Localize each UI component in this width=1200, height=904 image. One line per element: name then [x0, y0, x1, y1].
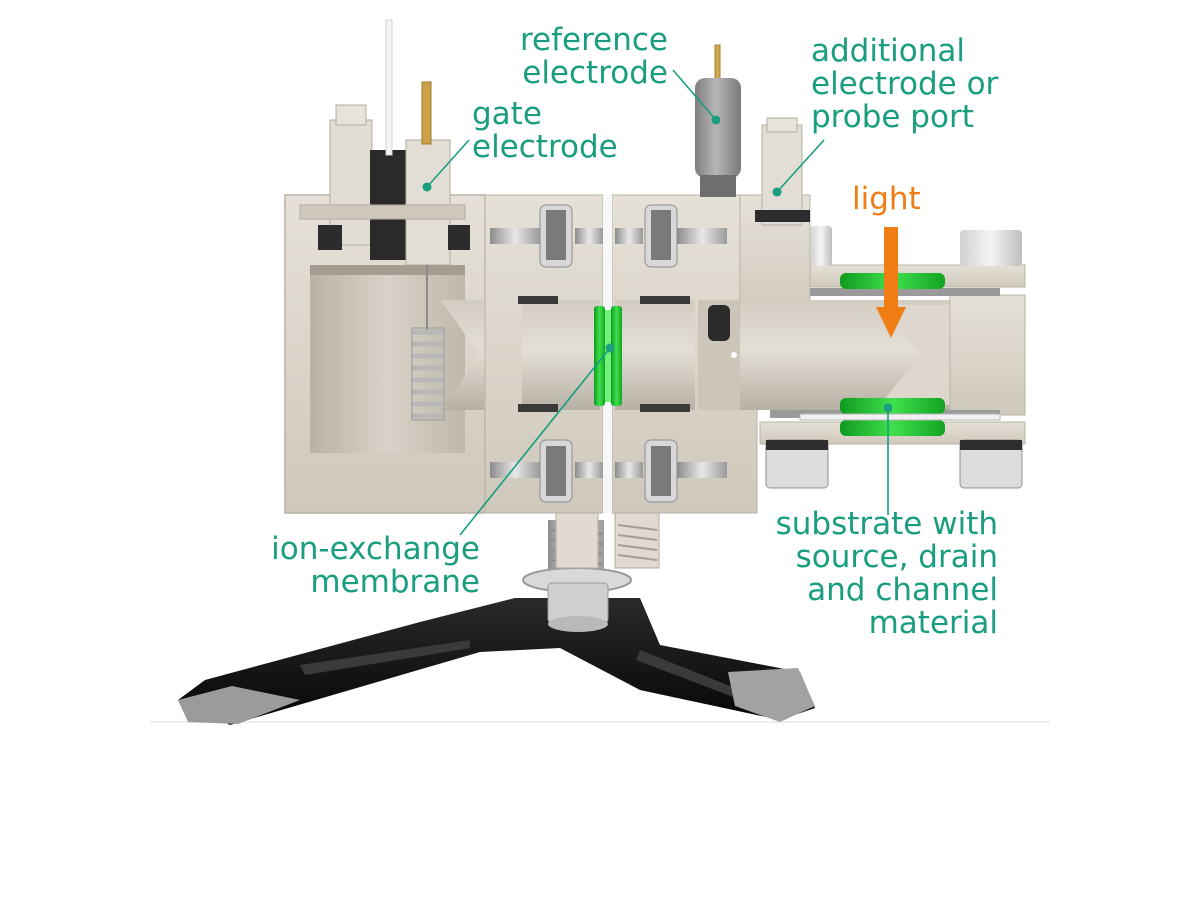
clamp-screws [490, 204, 727, 503]
leader-lines [426, 69, 889, 536]
light-arrow [876, 227, 906, 338]
gate-compartment [284, 19, 486, 514]
tripod-stand [178, 598, 815, 725]
stand-foot-left [178, 686, 300, 724]
side-port [698, 300, 740, 410]
label-light: light [852, 181, 921, 217]
substrate-holder [739, 117, 1026, 489]
label-gate-electrode: gate electrode [472, 96, 618, 165]
stand-foot-right [728, 668, 815, 722]
label-additional-electrode: additional electrode or probe port [811, 33, 999, 135]
label-ion-exchange-membrane: ion-exchange membrane [271, 531, 480, 600]
label-substrate: substrate with source, drain and channel… [775, 506, 998, 641]
ion-exchange-membrane [594, 306, 622, 406]
leader-dots [422, 115, 893, 413]
reference-electrode-body [695, 44, 741, 197]
label-reference-electrode: reference electrode [519, 22, 668, 91]
